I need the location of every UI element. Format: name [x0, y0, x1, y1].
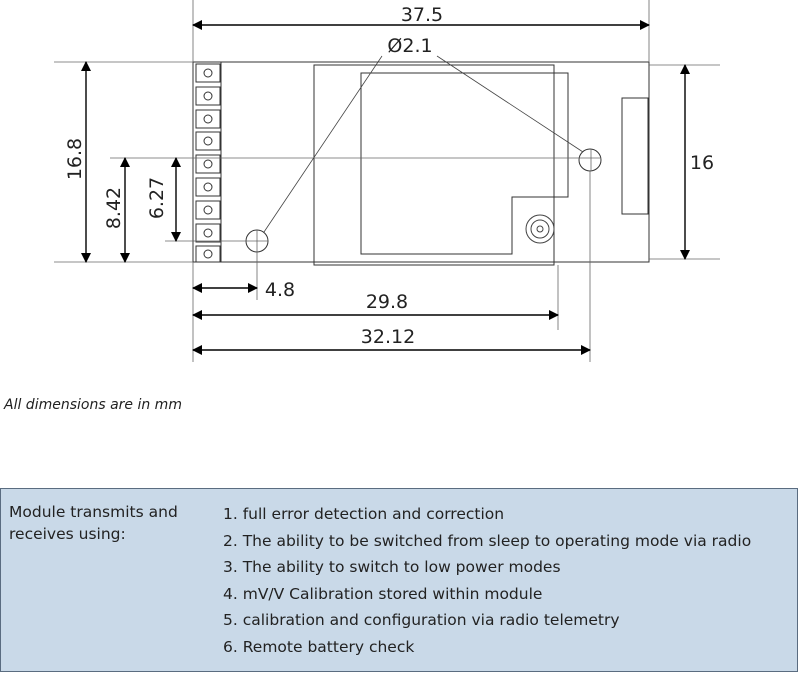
dim-overall-width: 37.5 — [401, 4, 443, 26]
dim-hole-diameter: Ø2.1 — [387, 35, 432, 57]
feature-item: 5. calibration and configuration via rad… — [223, 611, 620, 630]
feature-box-title: Module transmits and receives using: — [9, 503, 178, 543]
dim-board-length: 32.12 — [361, 326, 415, 348]
pin-header — [192, 61, 222, 263]
feature-item: 1. full error detection and correction — [223, 505, 505, 523]
dimension-lines — [81, 20, 690, 355]
hole-leader-lines — [263, 55, 584, 233]
dim-hole-offset: 4.8 — [265, 279, 295, 301]
dim-hole2-height: 6.27 — [146, 177, 168, 219]
feature-list: 1. full error detection and correction 2… — [223, 501, 751, 661]
chip-outline — [360, 72, 569, 255]
dim-overall-height: 16.8 — [64, 138, 86, 180]
module-outline — [192, 61, 650, 266]
feature-box: Module transmits and receives using: 1. … — [0, 488, 798, 672]
connector-outline — [621, 97, 649, 215]
dim-hole1-height: 8.42 — [103, 187, 125, 229]
pcb-outline — [192, 61, 650, 263]
module-dimension-drawing: 37.5 Ø2.1 16.8 16 8.42 6.27 4.8 29.8 32.… — [54, 0, 720, 362]
mounting-hole-right — [578, 148, 602, 172]
feature-item: 3. The ability to switch to low power mo… — [223, 558, 561, 577]
feature-item: 2. The ability to be switched from sleep… — [223, 531, 752, 550]
shield-outline — [313, 64, 555, 266]
feature-item: 4. mV/V Calibration stored within module — [223, 584, 543, 603]
antenna-icon — [525, 214, 555, 244]
units-note: All dimensions are in mm — [4, 397, 182, 413]
dim-board-height: 16 — [690, 152, 714, 174]
dim-hole-spacing: 29.8 — [366, 291, 408, 313]
mounting-holes — [245, 148, 602, 253]
feature-item: 6. Remote battery check — [223, 637, 415, 656]
